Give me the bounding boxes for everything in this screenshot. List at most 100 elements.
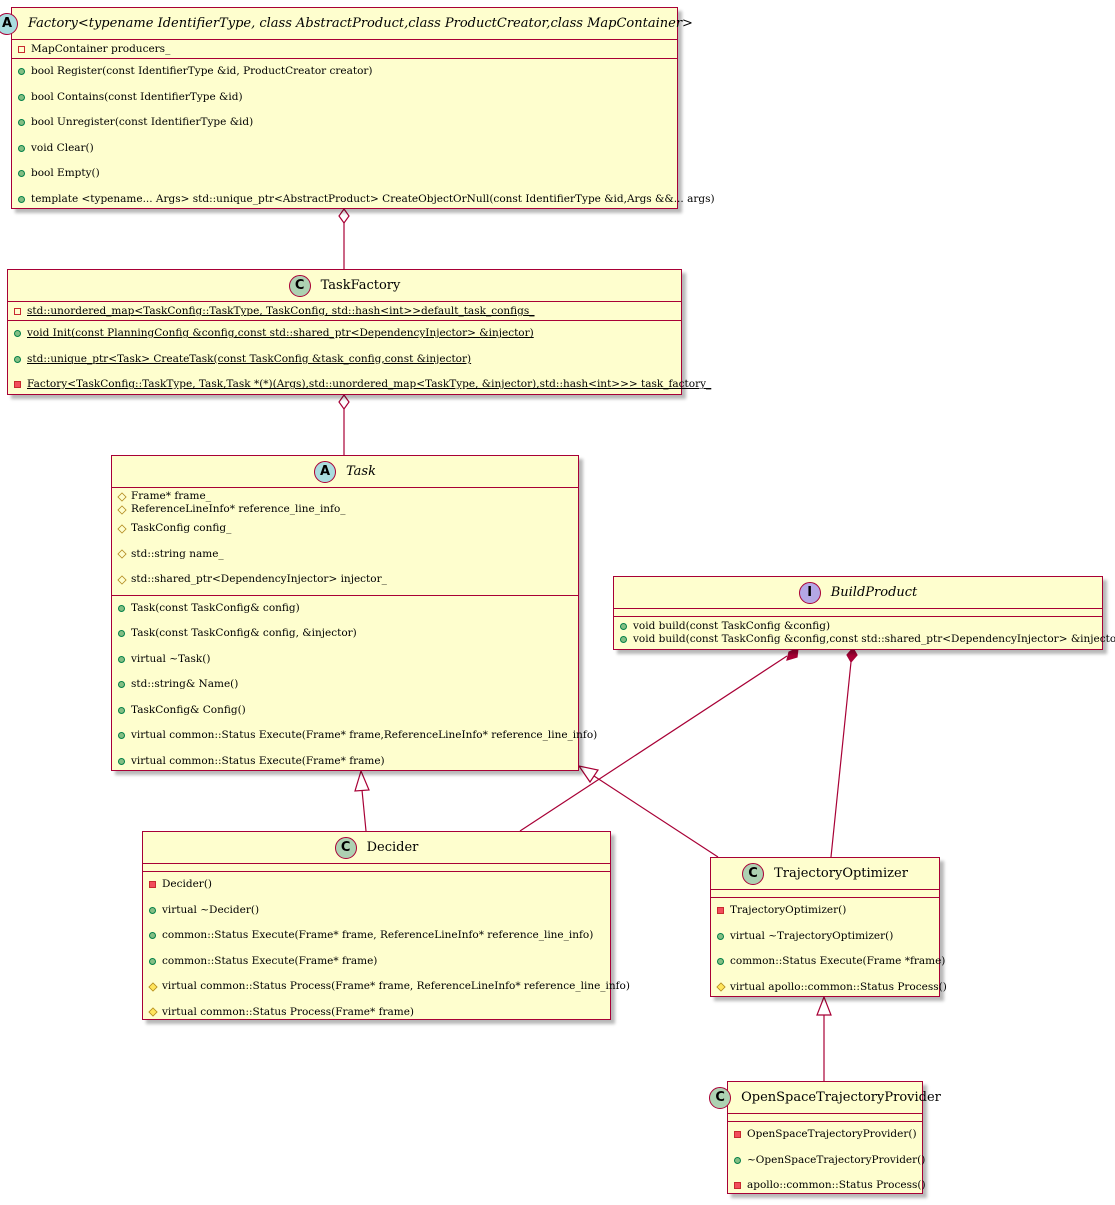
class-decider-name: Decider (366, 840, 419, 855)
class-trajectoryoptimizer[interactable]: C TrajectoryOptimizer TrajectoryOptimize… (710, 857, 947, 997)
method-text: Factory<TaskConfig::TaskType, Task,Task … (27, 378, 712, 391)
class-openspacetrajectoryprovider[interactable]: C OpenSpaceTrajectoryProvider OpenSpaceT… (709, 1081, 941, 1194)
method-row: common::Status Execute(Frame* frame) (143, 949, 610, 975)
class-factory-methods: bool Register(const IdentifierType &id, … (12, 59, 715, 214)
field-text: ReferenceLineInfo* reference_line_info_ (131, 503, 346, 515)
method-text: common::Status Execute(Frame* frame, Ref… (162, 929, 594, 942)
method-text: virtual common::Status Execute(Frame* fr… (131, 729, 598, 742)
method-text: Task(const TaskConfig& config) (131, 601, 300, 614)
public-visibility-icon (18, 144, 25, 152)
private-visibility-icon (14, 308, 21, 315)
method-text: Decider() (162, 878, 213, 891)
class-taskfactory[interactable]: C TaskFactory std::unordered_map<TaskCon… (7, 269, 711, 395)
class-icon: C (334, 836, 357, 859)
method-row: apollo::common::Status Process() (728, 1173, 926, 1199)
public-visibility-icon (118, 604, 125, 612)
class-task[interactable]: A Task Frame* frame_ ReferenceLineInfo* … (111, 455, 597, 771)
method-row: virtual common::Status Execute(Frame* fr… (112, 723, 597, 749)
method-text: common::Status Execute(Frame *frame) (730, 955, 946, 968)
method-text: common::Status Execute(Frame* frame) (162, 954, 378, 967)
class-decider-header: C Decider (143, 832, 610, 864)
method-row: common::Status Execute(Frame* frame, Ref… (143, 923, 610, 949)
method-text: void build(const TaskConfig &config) (633, 620, 831, 632)
public-visibility-icon (620, 636, 627, 643)
class-icon: C (288, 274, 311, 297)
class-task-name: Task (346, 464, 376, 479)
method-text: virtual ~Task() (131, 652, 211, 665)
class-trajectoryoptimizer-header: C TrajectoryOptimizer (711, 858, 939, 890)
public-visibility-icon (18, 170, 25, 178)
method-row: Decider() (143, 872, 610, 898)
public-visibility-icon (149, 932, 156, 940)
inheritance-arrow-openspace (816, 995, 832, 1016)
public-visibility-icon (149, 957, 156, 965)
public-visibility-icon (717, 958, 724, 966)
method-row: virtual ~TrajectoryOptimizer() (711, 924, 939, 950)
public-visibility-icon (149, 906, 156, 914)
method-row: bool Register(const IdentifierType &id, … (12, 59, 677, 85)
private-visibility-icon (14, 381, 21, 389)
method-row: virtual ~Task() (112, 647, 578, 673)
class-icon: C (709, 1086, 732, 1109)
public-visibility-icon (620, 623, 627, 630)
composition-line-buildproduct-decider (519, 655, 788, 832)
method-row: void Init(const PlanningConfig &config,c… (8, 321, 681, 347)
class-decider[interactable]: C Decider Decider() virtual ~Decider() c… (142, 831, 630, 1020)
interface-buildproduct-fields (614, 609, 1102, 617)
public-visibility-icon (18, 68, 25, 76)
method-text: bool Unregister(const IdentifierType &id… (31, 116, 254, 129)
class-taskfactory-name: TaskFactory (320, 278, 401, 293)
public-visibility-icon (734, 1156, 741, 1164)
public-visibility-icon (14, 330, 21, 338)
method-text: TaskConfig& Config() (131, 703, 246, 716)
public-visibility-icon (118, 732, 125, 740)
class-factory[interactable]: A Factory<typename IdentifierType, class… (0, 7, 715, 209)
class-taskfactory-methods: void Init(const PlanningConfig &config,c… (8, 321, 711, 400)
public-visibility-icon (18, 195, 25, 203)
class-trajectoryoptimizer-name: TrajectoryOptimizer (774, 866, 908, 881)
method-text: Task(const TaskConfig& config, &injector… (131, 627, 357, 640)
protected-visibility-icon (117, 524, 127, 534)
protected-visibility-icon (148, 982, 158, 992)
field-row: std::unordered_map<TaskConfig::TaskType,… (8, 305, 681, 318)
method-row: common::Status Execute(Frame *frame) (711, 949, 945, 975)
method-text: TrajectoryOptimizer() (730, 904, 847, 917)
method-text: void Init(const PlanningConfig &config,c… (27, 327, 534, 340)
class-openspace-name: OpenSpaceTrajectoryProvider (741, 1090, 941, 1105)
interface-buildproduct[interactable]: I BuildProduct void build(const TaskConf… (613, 576, 1115, 650)
method-row: template <typename... Args> std::unique_… (12, 187, 715, 213)
class-task-methods: Task(const TaskConfig& config) Task(cons… (112, 596, 597, 777)
private-visibility-icon (149, 881, 156, 889)
field-text: std::shared_ptr<DependencyInjector> inje… (131, 573, 387, 586)
method-text: virtual common::Status Process(Frame* fr… (162, 980, 630, 993)
class-icon: C (742, 862, 765, 885)
method-text: OpenSpaceTrajectoryProvider() (747, 1128, 917, 1141)
inheritance-line-trajopt-task (593, 775, 719, 858)
public-visibility-icon (18, 93, 25, 101)
protected-visibility-icon (117, 504, 127, 515)
method-text: void build(const TaskConfig &config,cons… (633, 633, 1115, 645)
method-row: Factory<TaskConfig::TaskType, Task,Task … (8, 372, 711, 398)
method-text: virtual ~TrajectoryOptimizer() (730, 929, 894, 942)
class-taskfactory-fields: std::unordered_map<TaskConfig::TaskType,… (8, 302, 681, 321)
private-visibility-icon (734, 1131, 741, 1139)
abstract-class-icon: A (314, 460, 337, 483)
protected-visibility-icon (148, 1007, 158, 1017)
method-row: std::unique_ptr<Task> CreateTask(const T… (8, 347, 681, 373)
field-row: ReferenceLineInfo* reference_line_info_ (112, 503, 578, 516)
method-text: bool Empty() (31, 167, 100, 180)
interface-buildproduct-header: I BuildProduct (614, 577, 1102, 609)
private-visibility-icon (717, 907, 724, 915)
composition-diamond-decider (786, 647, 799, 661)
method-text: std::string& Name() (131, 678, 239, 691)
method-text: virtual ~Decider() (162, 903, 260, 916)
method-row: TrajectoryOptimizer() (711, 898, 939, 924)
class-decider-methods: Decider() virtual ~Decider() common::Sta… (143, 872, 630, 1027)
class-openspace-header: C OpenSpaceTrajectoryProvider (709, 1082, 941, 1114)
method-text: std::unique_ptr<Task> CreateTask(const T… (27, 352, 472, 365)
inheritance-line-decider-task (361, 789, 367, 832)
public-visibility-icon (118, 630, 125, 638)
field-text: std::string name_ (131, 547, 224, 560)
method-row: void Clear() (12, 136, 677, 162)
